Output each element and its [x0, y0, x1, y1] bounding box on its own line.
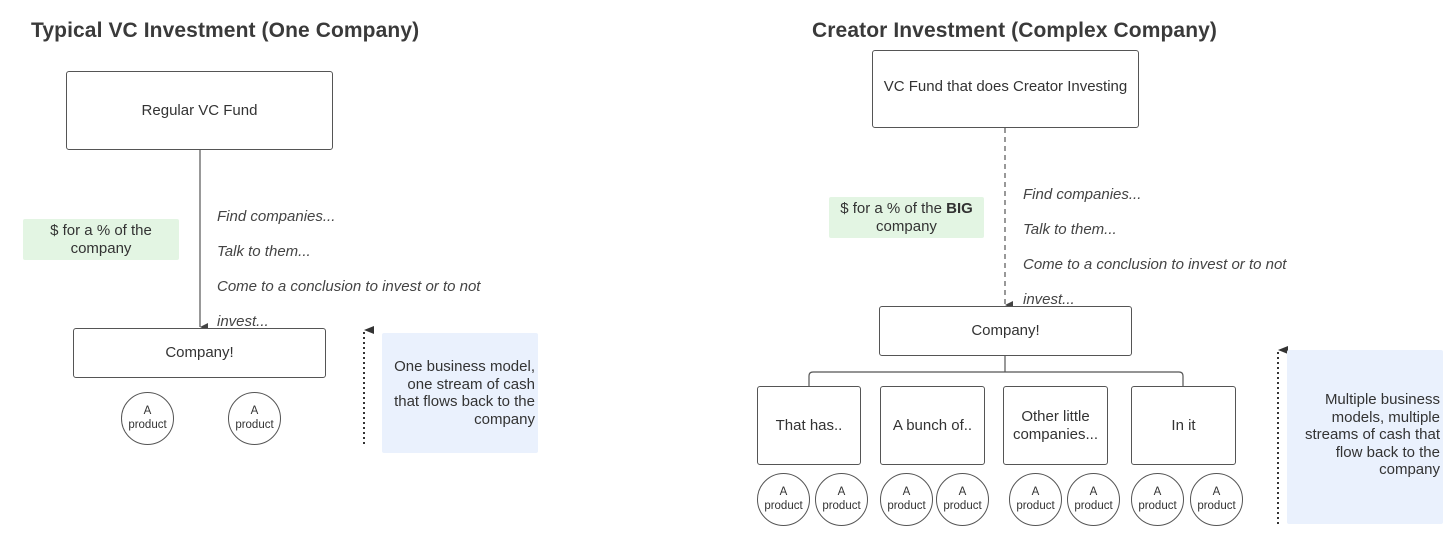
- right-note-line: Find companies...: [1023, 185, 1142, 203]
- right-product-circle: A product: [1009, 473, 1062, 526]
- product-line-2: product: [887, 499, 926, 512]
- product-line-1: A: [143, 405, 152, 417]
- right-product-circle: A product: [880, 473, 933, 526]
- product-line-2: product: [235, 418, 274, 431]
- right-cash-flow-line: flow back to the: [1335, 443, 1440, 461]
- right-product-circle: A product: [1067, 473, 1120, 526]
- product-line-1: A: [958, 486, 967, 498]
- right-cash-flow-line: models, multiple: [1331, 408, 1440, 426]
- right-process-note: Find companies... Talk to them... Come t…: [1023, 168, 1293, 326]
- subcompany-label: A bunch of..: [892, 416, 973, 434]
- creator-vc-fund-label: VC Fund that does Creator Investing: [883, 78, 1128, 95]
- left-cash-flow-line: company: [474, 410, 535, 428]
- left-product-circle: A product: [228, 392, 281, 445]
- left-note-line: Come to a conclusion to invest or to not: [217, 277, 481, 295]
- left-cash-flow-line: One business model,: [394, 358, 535, 375]
- product-line-1: A: [779, 486, 788, 498]
- left-investment-terms-label: $ for a % of the company: [50, 222, 152, 257]
- left-process-note: Find companies... Talk to them... Come t…: [217, 190, 487, 348]
- subcompany-label: In it: [1171, 416, 1196, 434]
- right-investment-terms-text: $ for a % of the BIG company: [840, 200, 973, 235]
- right-product-circle: A product: [1131, 473, 1184, 526]
- right-investment-terms-badge: $ for a % of the BIG company: [829, 197, 984, 238]
- right-cash-flow-text: Multiple business models, multiple strea…: [1305, 391, 1440, 479]
- product-line-1: A: [1153, 486, 1162, 498]
- subcompany-box: That has..: [757, 386, 861, 465]
- product-line-2: product: [764, 499, 803, 512]
- right-product-circle: A product: [815, 473, 868, 526]
- left-cash-flow-note: One business model, one stream of cash t…: [382, 333, 538, 453]
- right-cash-flow-note: Multiple business models, multiple strea…: [1287, 350, 1443, 524]
- left-note-line: Talk to them...: [217, 242, 311, 260]
- right-company-box: Company!: [879, 306, 1132, 356]
- right-product-circle: A product: [936, 473, 989, 526]
- right-company-label: Company!: [971, 322, 1040, 339]
- creator-vc-fund-box: VC Fund that does Creator Investing: [872, 50, 1139, 128]
- right-note-line: Come to a conclusion to invest or to not: [1023, 255, 1287, 273]
- product-line-2: product: [128, 418, 167, 431]
- subcompany-box: In it: [1131, 386, 1236, 465]
- right-cash-flow-line: Multiple business: [1324, 391, 1440, 409]
- subcompany-label: That has..: [775, 416, 843, 434]
- right-note-line: Talk to them...: [1023, 220, 1117, 238]
- right-company-to-subcompanies-connector: [808, 356, 1184, 386]
- right-product-circle: A product: [757, 473, 810, 526]
- regular-vc-fund-label: Regular VC Fund: [141, 101, 258, 119]
- product-line-1: A: [837, 486, 846, 498]
- left-diagram-title: Typical VC Investment (One Company): [31, 19, 420, 42]
- right-cash-flow-line: streams of cash that: [1304, 426, 1440, 444]
- product-line-2: product: [1016, 499, 1055, 512]
- product-line-1: A: [1089, 486, 1098, 498]
- subcompany-box: Other little companies...: [1003, 386, 1108, 465]
- right-terms-suffix: company: [876, 217, 937, 235]
- right-diagram-title: Creator Investment (Complex Company): [812, 19, 1218, 42]
- left-note-line: Find companies...: [217, 207, 336, 225]
- left-company-label: Company!: [165, 344, 234, 361]
- left-cash-flow-line: that flows back to the: [394, 393, 535, 410]
- product-line-2: product: [1074, 499, 1113, 512]
- left-note-line: invest...: [217, 312, 269, 330]
- left-investment-terms-badge: $ for a % of the company: [23, 219, 179, 260]
- product-line-2: product: [943, 499, 982, 512]
- product-line-2: product: [1197, 499, 1236, 512]
- subcompany-box: A bunch of..: [880, 386, 985, 465]
- left-company-box: Company!: [73, 328, 326, 378]
- right-cash-flow-line: company: [1379, 461, 1440, 479]
- left-cash-flow-line: one stream of cash: [407, 375, 535, 393]
- product-line-2: product: [1138, 499, 1177, 512]
- product-line-1: A: [250, 405, 259, 417]
- right-terms-bold: BIG: [946, 200, 973, 217]
- subcompany-label: Other little companies...: [1012, 407, 1099, 443]
- product-line-1: A: [1212, 486, 1221, 498]
- regular-vc-fund-box: Regular VC Fund: [66, 71, 333, 150]
- right-product-circle: A product: [1190, 473, 1243, 526]
- right-terms-prefix: $ for a % of the: [840, 200, 947, 217]
- left-product-circle: A product: [121, 392, 174, 445]
- product-line-1: A: [1031, 486, 1040, 498]
- product-line-2: product: [822, 499, 861, 512]
- left-cash-flow-text: One business model, one stream of cash t…: [394, 358, 535, 428]
- right-note-line: invest...: [1023, 290, 1075, 308]
- product-line-1: A: [902, 486, 911, 498]
